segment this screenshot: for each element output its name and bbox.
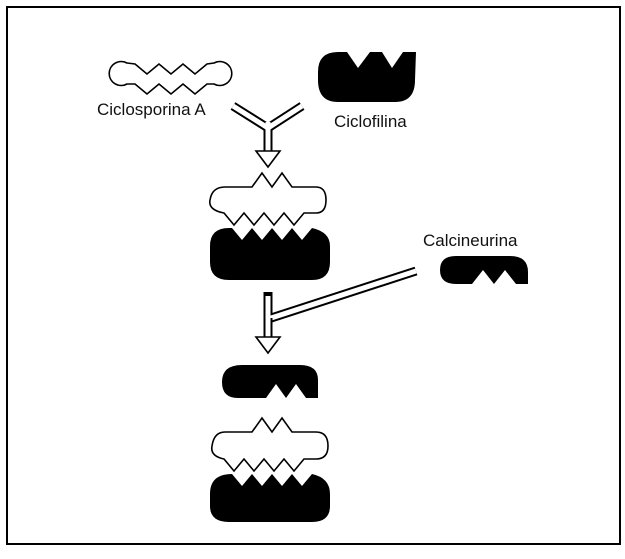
complex-calcineurin	[222, 365, 318, 398]
cyclophilin-protein	[318, 52, 416, 102]
cyclosporin-a-molecule	[109, 61, 232, 94]
cyclophilin-label: Ciclofilina	[334, 112, 407, 131]
complex-cyclophilin	[210, 474, 330, 522]
bound-cyclophilin	[210, 228, 330, 280]
bound-cyclosporin	[210, 173, 326, 225]
merge-arrow	[233, 106, 302, 167]
cyclosporin-cyclophilin-complex	[210, 173, 330, 280]
calcineurin-label: Calcineurina	[423, 231, 518, 250]
join-arrow	[256, 271, 416, 353]
ternary-complex	[210, 365, 330, 522]
complex-cyclosporin	[212, 418, 328, 471]
calcineurin-protein	[440, 256, 528, 284]
cyclosporin-a-label: Ciclosporina A	[97, 100, 206, 119]
